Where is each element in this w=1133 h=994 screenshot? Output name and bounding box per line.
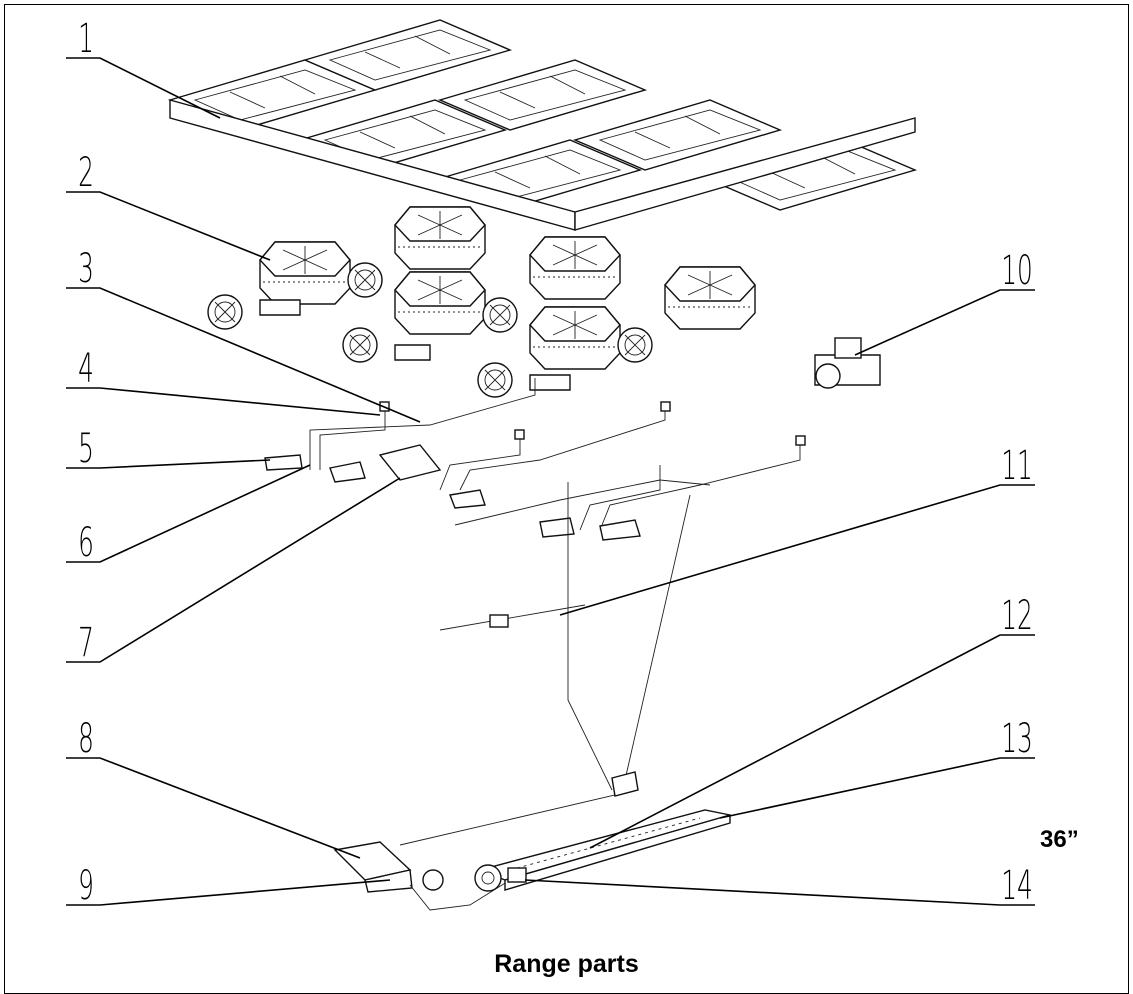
callout-12: 12	[1001, 592, 1033, 639]
callout-1: 1	[78, 15, 94, 62]
manifold-and-valves	[264, 378, 806, 541]
callout-9: 9	[78, 862, 94, 909]
diagram-caption: Range parts	[494, 950, 639, 978]
callout-4: 4	[78, 345, 94, 392]
oven-valve-assembly	[333, 841, 511, 911]
oven-burner	[474, 809, 731, 892]
callout-13: 13	[1001, 715, 1033, 762]
callout-8: 8	[78, 715, 94, 762]
callout-7: 7	[78, 619, 94, 666]
size-label: 36”	[1040, 826, 1079, 853]
callout-14: 14	[1001, 862, 1033, 909]
callout-10: 10	[1001, 247, 1033, 294]
callout-5: 5	[78, 425, 94, 472]
callout-2: 2	[78, 149, 94, 196]
callout-3: 3	[78, 245, 94, 292]
oven-gas-tubes	[399, 482, 691, 846]
callout-6: 6	[78, 519, 94, 566]
igniter-rod	[439, 604, 586, 631]
callout-11: 11	[1001, 442, 1033, 489]
grate-assembly	[169, 19, 916, 231]
burner-group	[207, 206, 756, 398]
gas-regulator	[814, 337, 881, 389]
callout-labels: 1 2 3 4 5 6 7 8 9 10 11 12 13 14	[78, 15, 1033, 909]
leader-lines	[66, 57, 1035, 906]
